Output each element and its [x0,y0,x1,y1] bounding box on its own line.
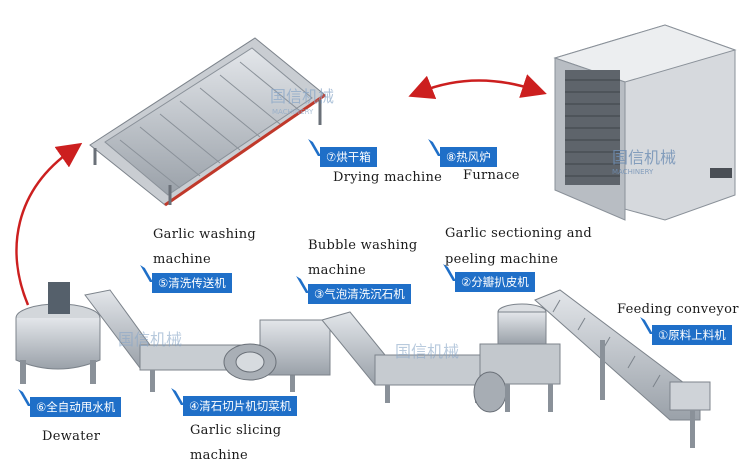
feeding-conveyor-label: Feeding conveyor [617,302,739,317]
dryer-furnace-double-arrow [408,74,547,99]
watermark-text: 国信机械 [118,330,182,349]
furnace-illustration [553,24,737,221]
sectioning-machine-label: peeling machine [445,252,559,267]
dewater-tag: ⑥全自动甩水机 [30,397,122,417]
drying-machine-illustration [89,37,326,207]
bubble-washer-tag: ③气泡清洗沉石机 [308,284,411,304]
sectioning-machine-illustration [473,303,561,413]
bubble-washer-label: machine [308,263,367,278]
furnace-label: Furnace [463,168,520,183]
bubble-washer-label: Bubble washing [308,238,418,253]
slicing-machine-illustration [223,319,331,381]
feeding-conveyor-tag: ①原料上料机 [652,325,732,345]
watermark-text: 国信机械 [612,148,676,167]
washing-machine-tag: ⑤清洗传送机 [152,273,232,293]
washing-machine-label: machine [153,252,212,267]
dewater-illustration [15,282,101,384]
drying-machine-tag: ⑦烘干箱 [320,147,377,167]
watermark-text: MACHINERY [272,108,314,116]
slicing-machine-tag: ④清石切片机切菜机 [183,396,298,416]
dewater-label: Dewater [42,429,101,444]
sectioning-machine-label: Garlic sectioning and [445,226,593,241]
watermark-text: 国信机械 [270,87,334,106]
sectioning-machine-tag: ②分瓣扒皮机 [455,272,535,292]
watermark-text: MACHINERY [612,168,654,176]
furnace-tag: ⑧热风炉 [440,147,497,167]
slicing-machine-label: machine [190,448,249,463]
watermark-text: 国信机械 [395,342,459,361]
washing-machine-label: Garlic washing [153,227,257,242]
feeding-conveyor-illustration [534,289,711,448]
slicing-machine-label: Garlic slicing [190,423,282,438]
dewater-to-dryer-arrow [15,142,83,306]
drying-machine-label: Drying machine [333,170,443,185]
